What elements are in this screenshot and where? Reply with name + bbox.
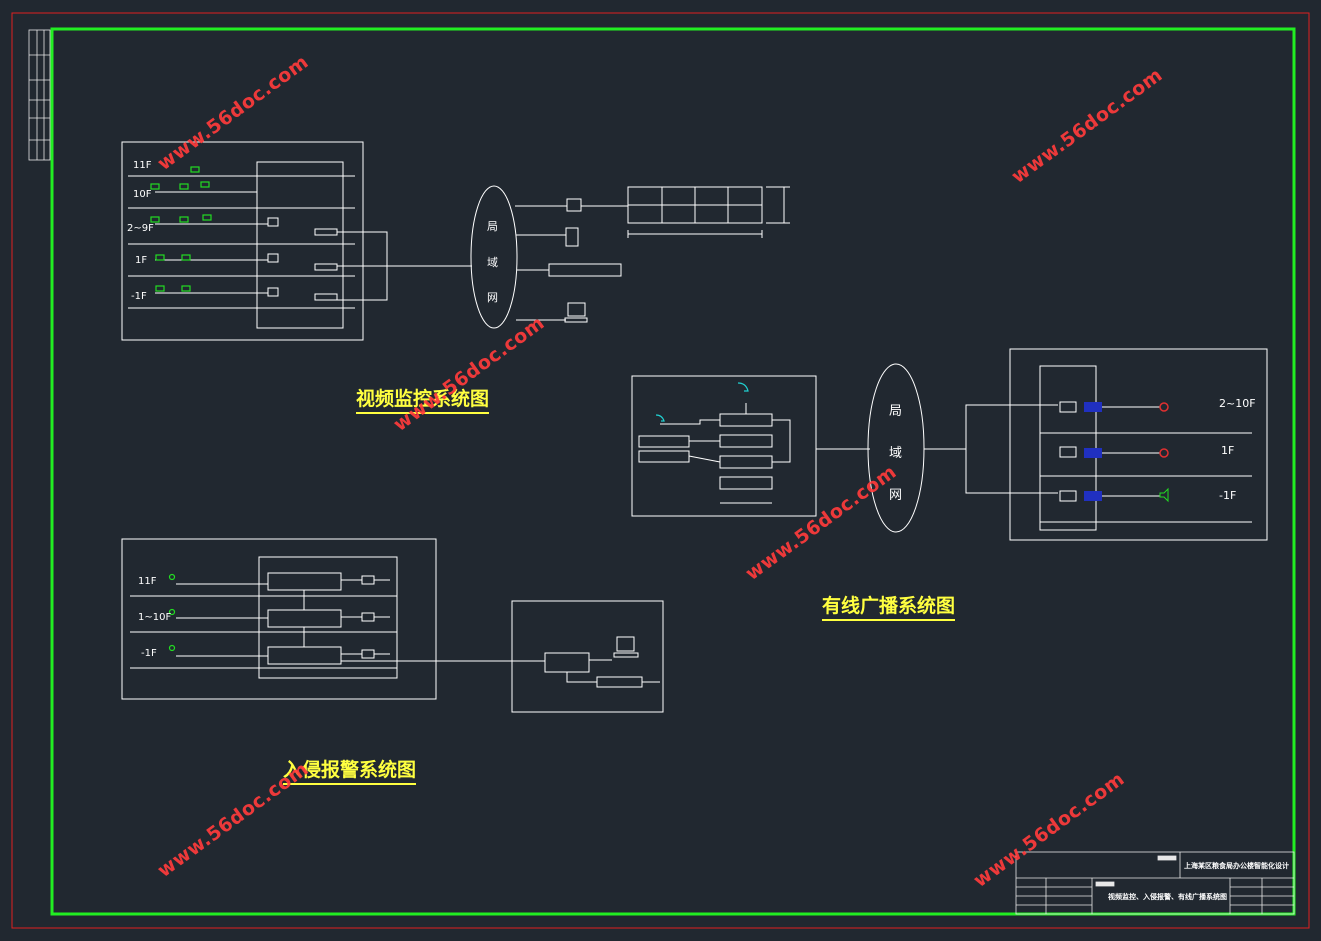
drawing-name: 视频监控、入侵报警、有线广播系统图 (1108, 893, 1227, 901)
lan-char-2-broadcast: 域 (889, 446, 903, 461)
intrusion-detectors (168, 573, 176, 652)
video-floor-2-9f: 2~9F (127, 223, 154, 234)
video-floor-b1: -1F (131, 291, 147, 302)
broadcast-system-title: 有线广播系统图 (822, 591, 956, 621)
lan-char-3-broadcast: 网 (889, 488, 903, 503)
intrusion-floor-1-10f: 1~10F (138, 612, 172, 623)
lan-char-3-video: 网 (487, 291, 498, 304)
lan-char-2-video: 域 (487, 256, 498, 269)
lan-char-1-video: 局 (487, 220, 498, 233)
video-floor-11f: 11F (133, 160, 152, 171)
video-system (121, 141, 790, 341)
broadcast-devices (655, 382, 1169, 503)
lan-char-1-broadcast: 局 (889, 404, 903, 419)
outer-frame (11, 12, 1310, 929)
project-name: 上海某区粮食局办公楼智能化设计 (1184, 862, 1289, 870)
broadcast-floor-2-10f: 2~10F (1219, 397, 1256, 410)
title-block (1015, 851, 1295, 915)
inner-frame (50, 27, 1296, 916)
broadcast-floor-b1: -1F (1219, 489, 1237, 502)
video-system-title: 视频监控系统图 (356, 384, 490, 414)
broadcast-system (631, 348, 1268, 541)
intrusion-system (121, 538, 664, 713)
intrusion-system-title: 入侵报警系统图 (283, 755, 417, 785)
intrusion-floor-11f: 11F (138, 576, 157, 587)
video-cameras (150, 166, 212, 292)
broadcast-floor-1f: 1F (1221, 444, 1235, 457)
video-floor-1f: 1F (135, 255, 148, 266)
intrusion-floor-b1: -1F (141, 648, 157, 659)
video-floor-10f: 10F (133, 189, 152, 200)
binding-strip (28, 29, 51, 161)
